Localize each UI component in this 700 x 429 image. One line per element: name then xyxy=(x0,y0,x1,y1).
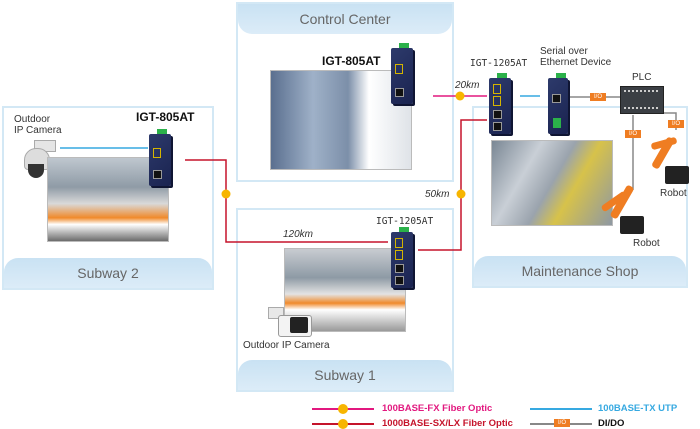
legend-node-fx xyxy=(338,404,348,414)
ptz-camera-icon xyxy=(24,140,56,180)
rj45-port-icon xyxy=(493,122,502,131)
s2-switch-label: IGT-805AT xyxy=(136,110,195,124)
terminal-block-icon xyxy=(399,227,409,232)
rj45-port-icon xyxy=(493,110,502,119)
io-tag-serial-plc: I/O xyxy=(590,93,606,101)
terminal-block-icon xyxy=(497,73,507,78)
legend-node-sx xyxy=(338,419,348,429)
legend-label-sx: 1000BASE-SX/LX Fiber Optic xyxy=(382,418,513,429)
terminal-block-icon xyxy=(157,129,167,134)
robot-arm-icon-2 xyxy=(600,178,650,236)
distance-cc-ms: 20km xyxy=(455,80,480,91)
s2-camera-label-line2: IP Camera xyxy=(14,125,62,136)
s2-camera-label: Outdoor IP Camera xyxy=(14,114,62,136)
s2-switch-igt805at xyxy=(149,129,171,186)
fiber-node-sx-s2 xyxy=(221,189,231,199)
ms-switch-igt1205at xyxy=(489,73,511,134)
sfp-port-icon xyxy=(395,238,403,248)
cc-switch-label: IGT-805AT xyxy=(322,54,381,68)
robot-arm-icon-1 xyxy=(645,128,695,186)
terminal-block-icon xyxy=(556,73,566,78)
sfp-port-icon xyxy=(153,148,161,158)
sfp-port-icon xyxy=(493,84,501,94)
sfp-port-icon xyxy=(395,250,403,260)
serial-device-label-line2: Ethernet Device xyxy=(540,57,612,68)
zone-label-subway2: Subway 2 xyxy=(4,258,212,288)
zone-label-control-center: Control Center xyxy=(238,4,452,34)
robot-label-1: Robot xyxy=(660,188,687,199)
legend-label-utp: 100BASE-TX UTP xyxy=(598,403,678,414)
s1-switch-label: IGT-1205AT xyxy=(376,216,434,227)
sfp-port-icon xyxy=(493,96,501,106)
sfp-port-icon xyxy=(395,64,403,74)
legend-label-fx: 100BASE-FX Fiber Optic xyxy=(382,403,493,414)
io-tag-plc-robot1: I/O xyxy=(668,120,684,128)
zone-label-maintenance-shop: Maintenance Shop xyxy=(474,256,686,286)
zone-label-subway1: Subway 1 xyxy=(238,360,452,390)
io-tag-plc-robot2: I/O xyxy=(625,130,641,138)
ms-factory-photo xyxy=(491,140,613,226)
serial-device-label: Serial over Ethernet Device xyxy=(540,46,611,68)
rj45-port-icon xyxy=(552,94,561,103)
rj45-port-icon xyxy=(395,264,404,273)
s1-switch-igt1205at xyxy=(391,227,413,288)
legend-line-utp xyxy=(530,408,592,410)
serial-over-ethernet-device xyxy=(548,73,568,134)
fiber-sx-s2-s1 xyxy=(185,159,388,243)
serial-terminal-icon xyxy=(553,118,561,128)
fiber-node-fx-cc xyxy=(455,91,465,101)
s2-train-photo xyxy=(47,157,169,242)
cc-switch-igt805at xyxy=(391,43,413,104)
serial-device-label-line1: Serial over xyxy=(540,46,588,57)
fiber-sx-s1-ms xyxy=(418,119,487,251)
terminal-block-icon xyxy=(399,43,409,48)
bullet-camera-icon xyxy=(268,305,312,337)
cc-monitoring-photo xyxy=(270,70,412,170)
ms-switch-label: IGT-1205AT xyxy=(470,58,528,69)
zone-subway2: Subway 2 xyxy=(2,106,214,290)
legend-label-dido: DI/DO xyxy=(598,418,625,429)
legend-io-tag: I/O xyxy=(554,419,570,427)
s2-camera-label-line1: Outdoor xyxy=(14,114,51,125)
rj45-port-icon xyxy=(395,276,404,285)
distance-s1-ms: 50km xyxy=(425,189,450,200)
s1-camera-label: Outdoor IP Camera xyxy=(243,340,330,351)
distance-s2-s1: 120km xyxy=(283,229,314,240)
plc-icon xyxy=(620,86,664,114)
rj45-port-icon xyxy=(153,170,162,179)
plc-label: PLC xyxy=(632,72,652,83)
fiber-node-sx-s1 xyxy=(456,189,466,199)
robot-label-2: Robot xyxy=(633,238,660,249)
rj45-port-icon xyxy=(395,88,404,97)
